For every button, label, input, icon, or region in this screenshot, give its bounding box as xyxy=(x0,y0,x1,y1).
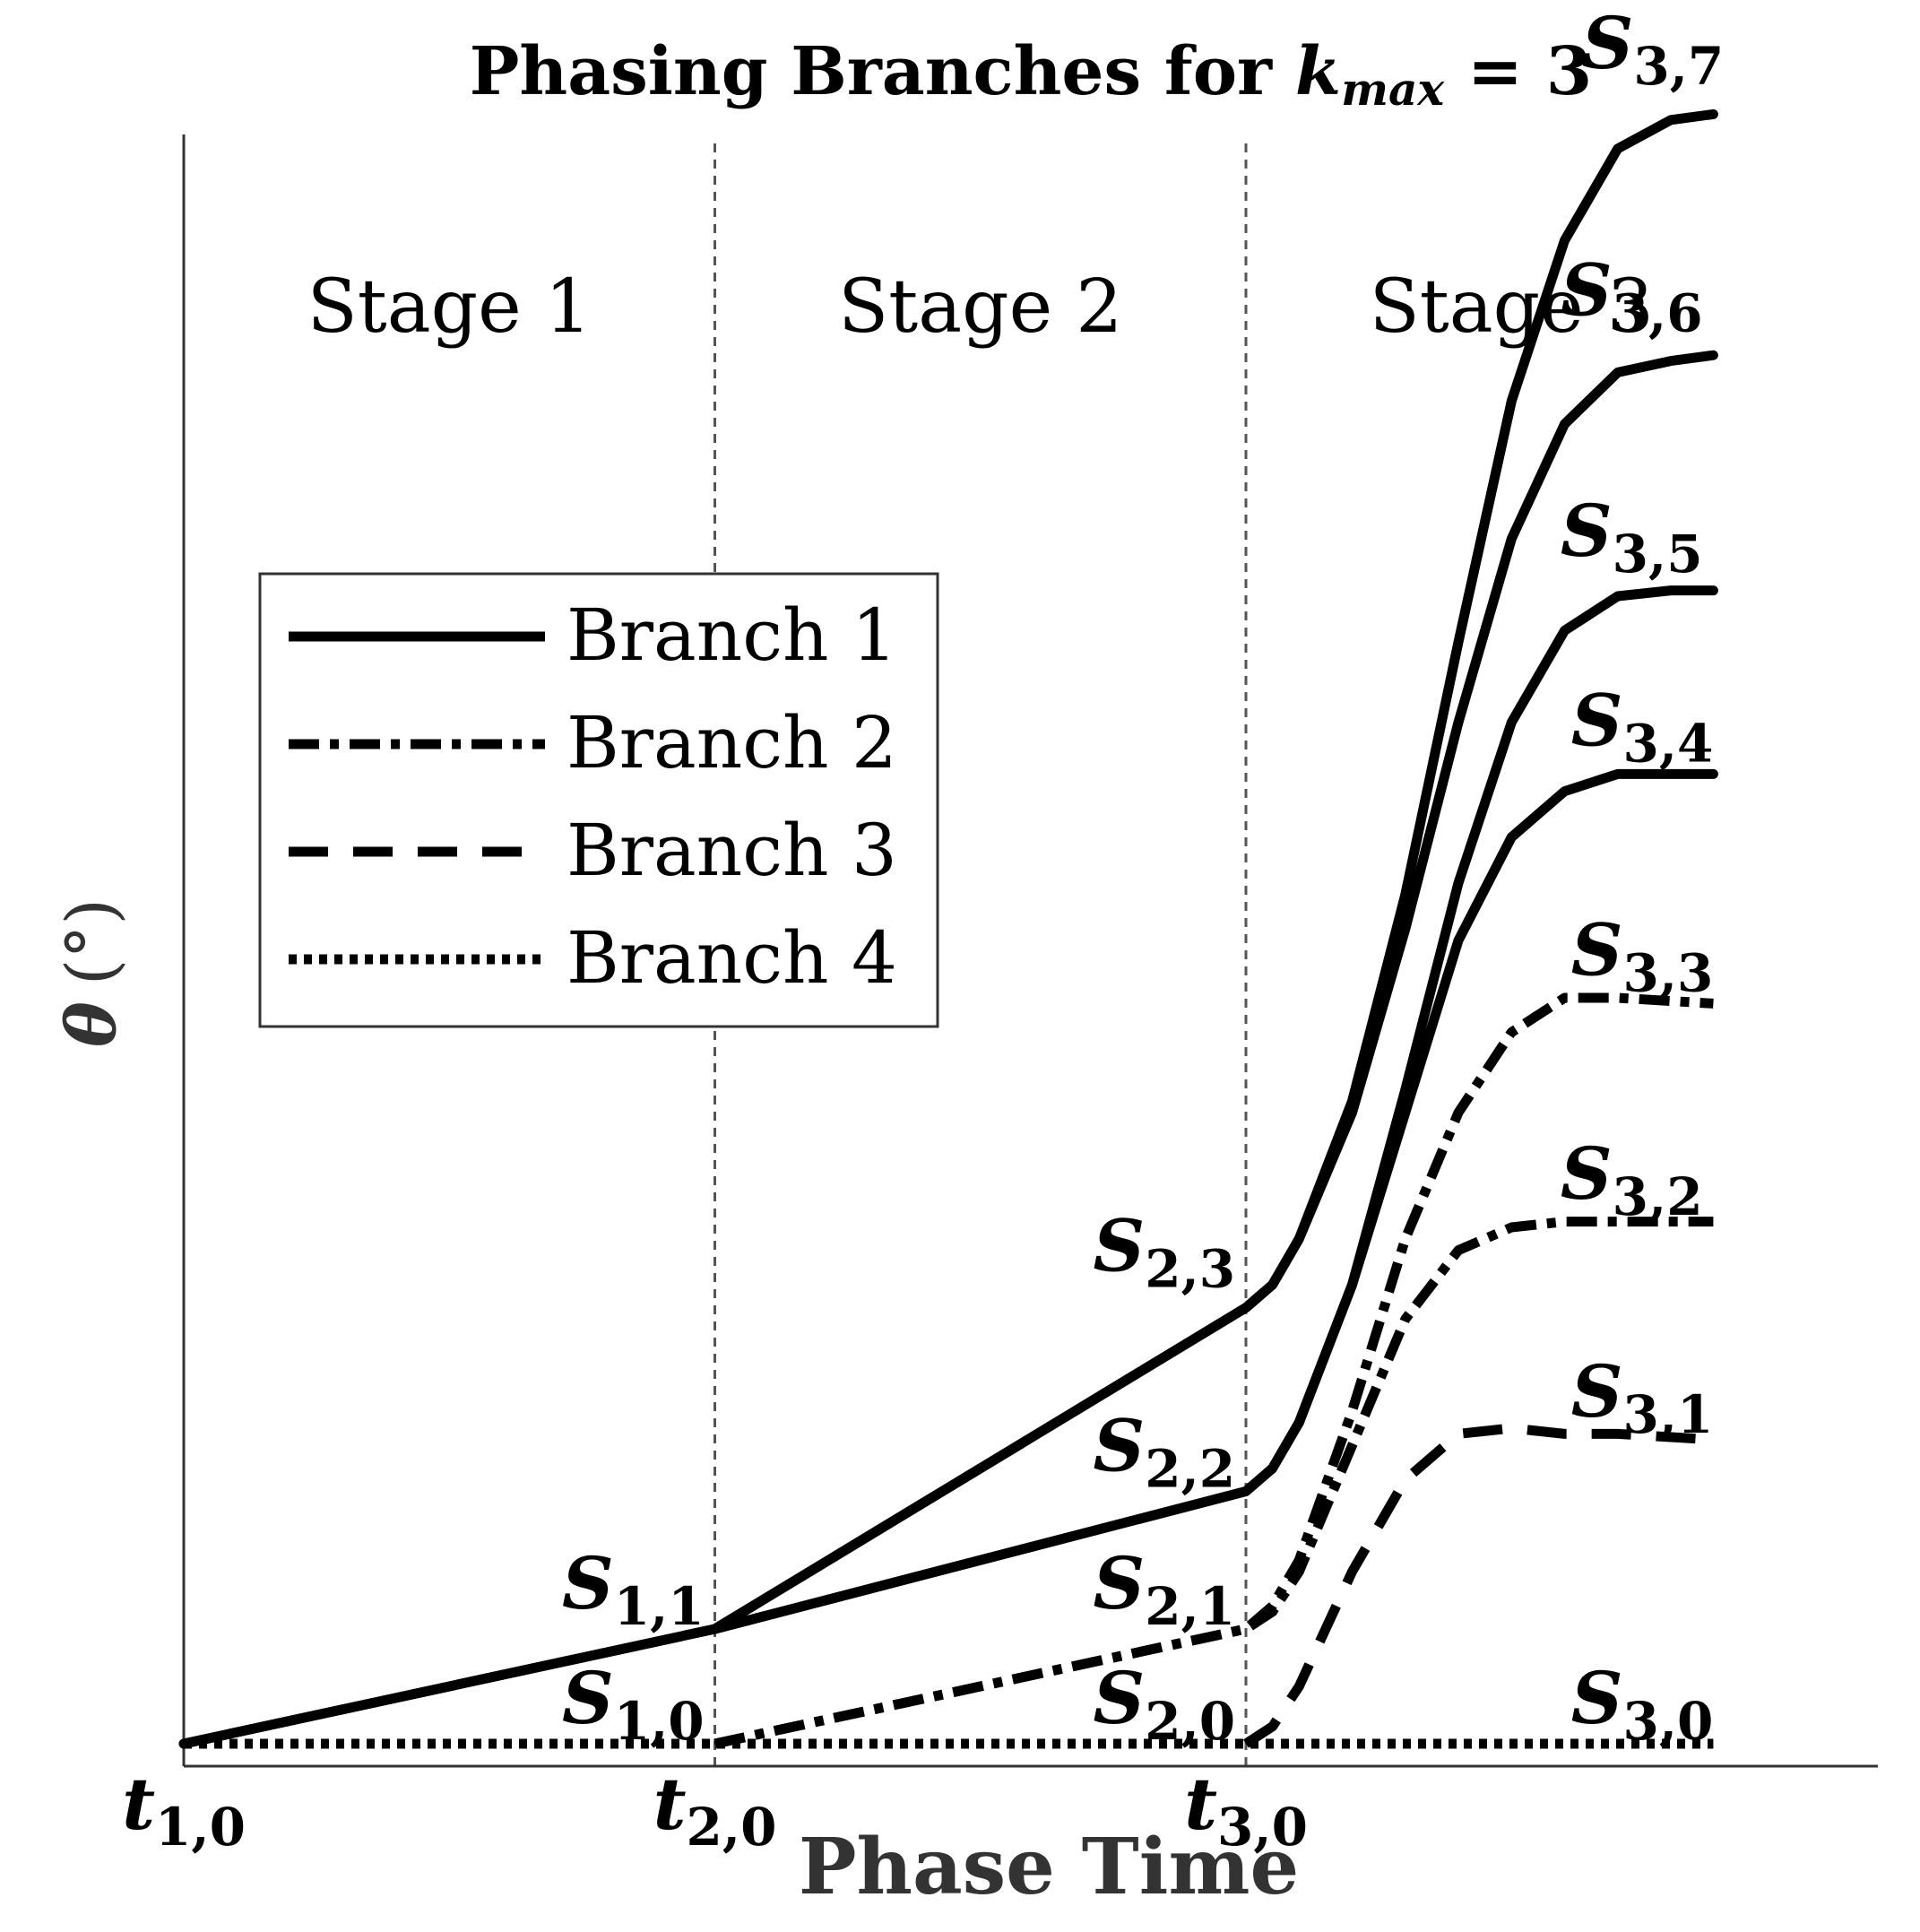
state-label-2-0: S2,0 xyxy=(1093,1656,1235,1752)
legend-label-1: Branch 1 xyxy=(566,593,897,677)
series-lines xyxy=(178,108,1718,1749)
state-label-2-1: S2,1 xyxy=(1093,1541,1235,1637)
title-sub: max xyxy=(1341,63,1445,116)
state-label-3-7-sub: 3,7 xyxy=(1633,36,1724,97)
state-label-3-2-sub: 3,2 xyxy=(1613,1166,1703,1227)
state-label-3-6: S3,6 xyxy=(1561,247,1703,343)
x-tick-3-0-main: t xyxy=(1184,1762,1217,1846)
x-axis-label: Phase Time xyxy=(799,1822,1299,1912)
stage-label-1: Stage 1 xyxy=(307,264,592,350)
x-tick-3-0-sub: 3,0 xyxy=(1217,1797,1308,1858)
state-label-1-1-sub: 1,1 xyxy=(614,1576,705,1637)
branch-2-line-2 xyxy=(714,1217,1714,1749)
state-label-3-5: S3,5 xyxy=(1561,489,1703,585)
state-label-3-1-main: S xyxy=(1571,1349,1623,1434)
state-label-2-3-sub: 2,3 xyxy=(1145,1239,1235,1300)
chart-title: Phasing Branches for kmax = 3 xyxy=(470,33,1593,116)
state-label-2-2-main: S xyxy=(1093,1403,1145,1487)
y-axis-label: θ (°) xyxy=(51,898,131,1047)
state-label-2-0-sub: 2,0 xyxy=(1145,1691,1235,1752)
title-suffix: = 3 xyxy=(1444,33,1592,110)
state-label-1-1-main: S xyxy=(562,1541,614,1625)
state-label-3-3-main: S xyxy=(1571,907,1623,992)
state-label-3-0-main: S xyxy=(1571,1656,1623,1740)
legend: Branch 1 Branch 2 Branch 3 Branch 4 xyxy=(258,572,939,1028)
legend-label-4: Branch 4 xyxy=(566,916,897,1000)
state-label-2-2-sub: 2,2 xyxy=(1145,1438,1235,1499)
state-label-3-4: S3,4 xyxy=(1571,678,1714,774)
x-tick-2-0: t2,0 xyxy=(653,1762,777,1858)
state-label-3-2-main: S xyxy=(1561,1131,1613,1216)
state-label-3-5-sub: 3,5 xyxy=(1613,524,1703,585)
state-label-2-1-main: S xyxy=(1093,1541,1145,1625)
y-label-var: θ xyxy=(51,1001,131,1047)
x-tick-2-0-main: t xyxy=(653,1762,687,1846)
state-label-3-2: S3,2 xyxy=(1561,1131,1703,1227)
x-tick-2-0-sub: 2,0 xyxy=(687,1797,777,1858)
state-label-3-3: S3,3 xyxy=(1571,907,1714,1003)
state-label-3-6-sub: 3,6 xyxy=(1613,282,1703,343)
state-label-3-1-sub: 3,1 xyxy=(1622,1384,1713,1445)
state-label-3-3-sub: 3,3 xyxy=(1622,942,1713,1003)
x-tick-1-0: t1,0 xyxy=(122,1762,246,1858)
title-var: k xyxy=(1295,33,1341,110)
legend-label-3: Branch 3 xyxy=(566,809,897,892)
stage-label-2: Stage 2 xyxy=(838,264,1122,350)
x-tick-3-0: t3,0 xyxy=(1184,1762,1308,1858)
state-label-3-6-main: S xyxy=(1561,247,1613,332)
stage-labels: Stage 1 Stage 2 Stage 3 xyxy=(307,264,1654,350)
state-label-2-3: S2,3 xyxy=(1093,1204,1235,1300)
state-label-3-1: S3,1 xyxy=(1571,1349,1714,1445)
x-tick-1-0-sub: 1,0 xyxy=(155,1797,246,1858)
legend-frame xyxy=(258,572,939,1028)
state-label-1-1: S1,1 xyxy=(562,1541,705,1637)
state-labels: S1,0S1,1S2,0S2,1S2,2S2,3S3,0S3,1S3,2S3,3… xyxy=(562,1,1724,1752)
legend-label-2: Branch 2 xyxy=(566,701,897,784)
state-label-3-7-main: S xyxy=(1582,1,1634,85)
branch-1-line-4 xyxy=(178,768,1718,1749)
state-label-3-5-main: S xyxy=(1561,489,1613,573)
state-label-3-7: S3,7 xyxy=(1582,1,1725,97)
state-label-3-4-sub: 3,4 xyxy=(1622,713,1713,774)
y-label-unit: (°) xyxy=(51,898,131,985)
state-label-2-1-sub: 2,1 xyxy=(1145,1576,1235,1637)
branch-3-line-1 xyxy=(1243,1423,1714,1748)
state-label-1-0-sub: 1,0 xyxy=(614,1691,705,1752)
title-prefix: Phasing Branches for xyxy=(470,33,1295,110)
state-label-2-2: S2,2 xyxy=(1093,1403,1235,1499)
x-tick-1-0-main: t xyxy=(122,1762,155,1846)
state-label-1-0-main: S xyxy=(562,1656,614,1740)
branch-1-line-2 xyxy=(710,350,1718,1634)
state-label-1-0: S1,0 xyxy=(562,1656,705,1752)
axes xyxy=(182,134,1878,1768)
state-label-3-4-main: S xyxy=(1571,678,1623,762)
stage-label-3: Stage 3 xyxy=(1370,264,1654,350)
state-label-2-3-main: S xyxy=(1093,1204,1145,1288)
state-label-3-0: S3,0 xyxy=(1571,1656,1714,1752)
state-label-3-0-sub: 3,0 xyxy=(1622,1691,1713,1752)
state-label-2-0-main: S xyxy=(1093,1656,1145,1740)
